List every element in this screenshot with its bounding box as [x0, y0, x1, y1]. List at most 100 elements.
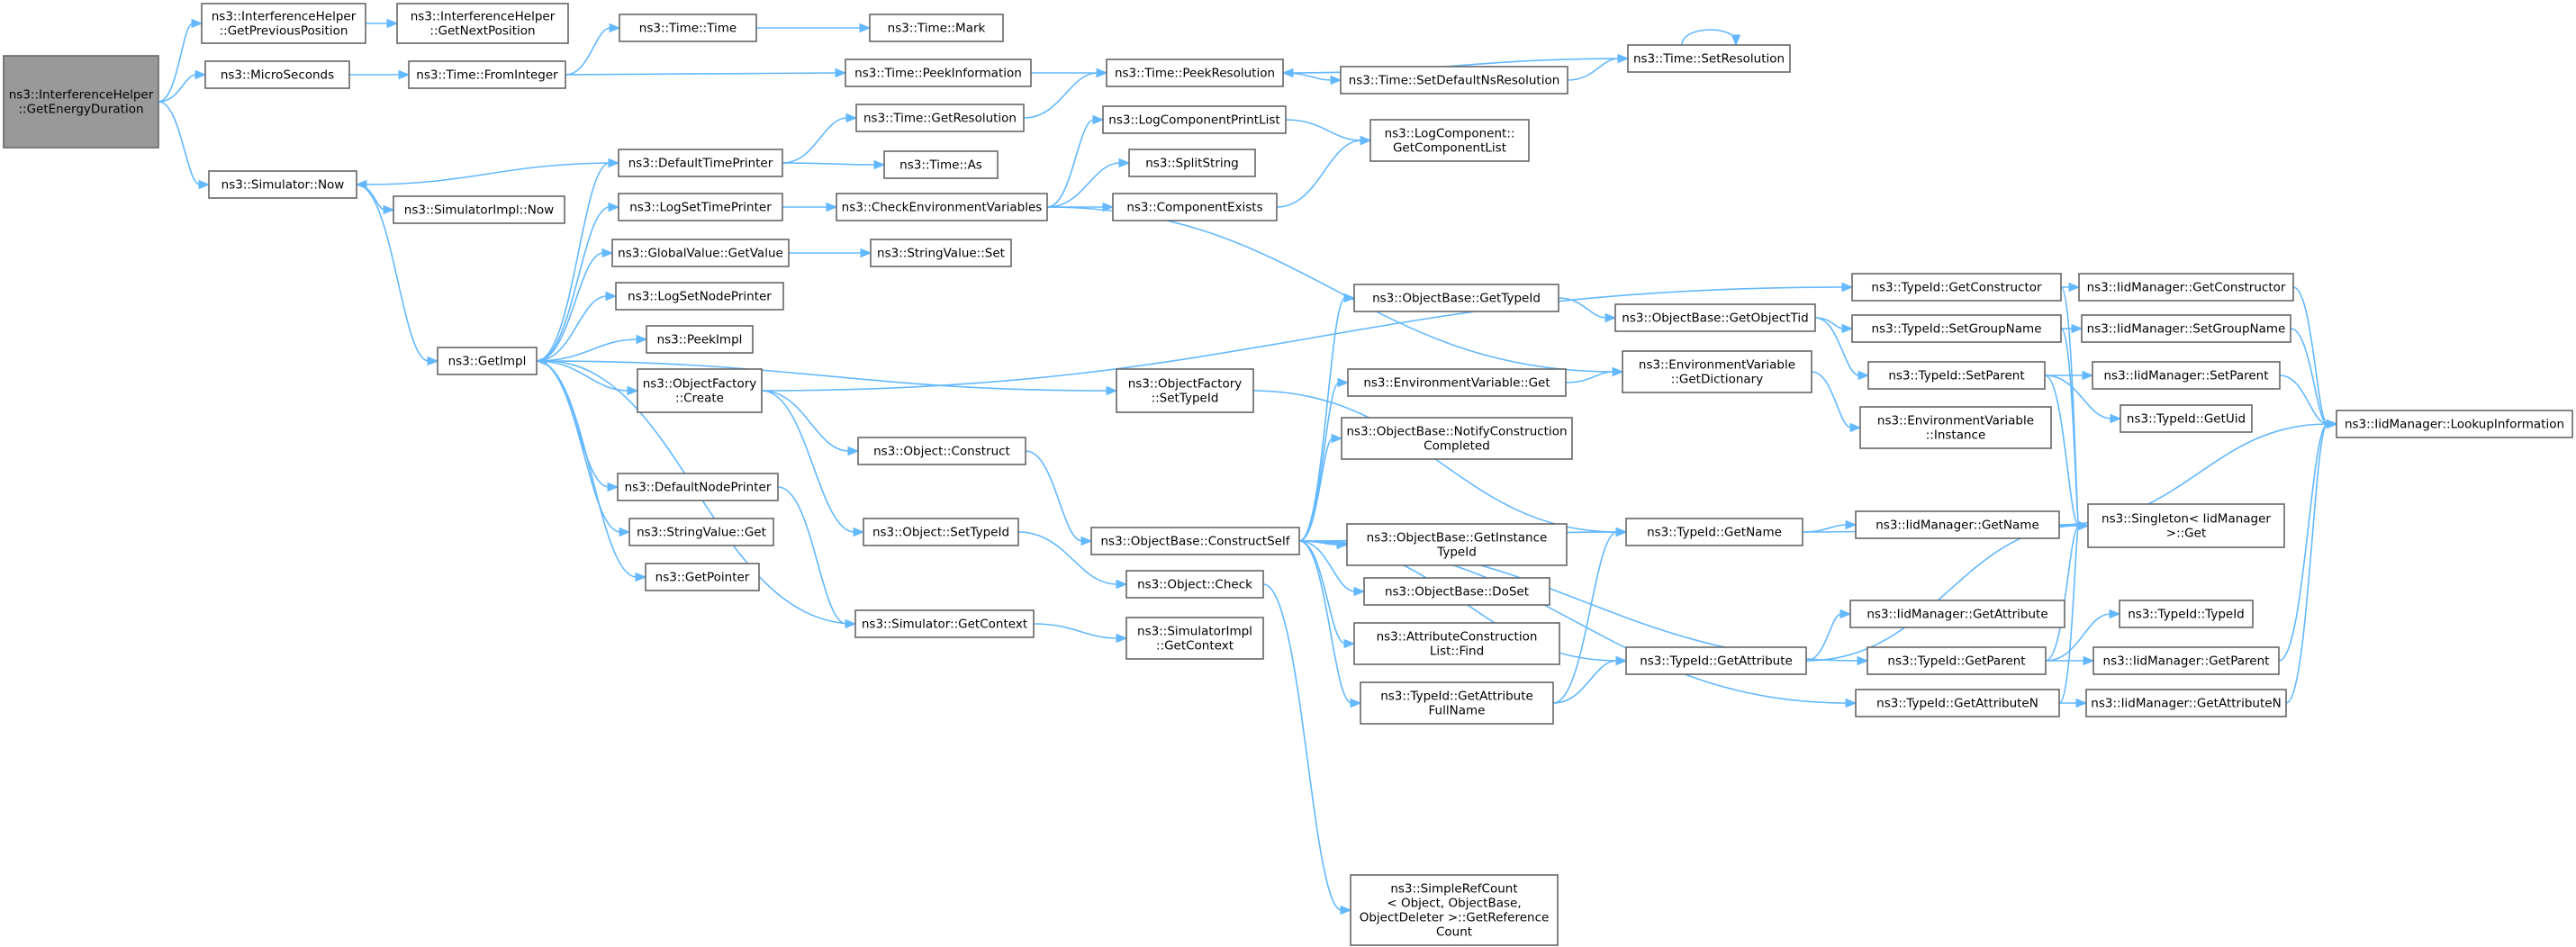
node-box [2336, 410, 2573, 438]
node-getres[interactable]: ns3::Time::GetResolution [855, 104, 1025, 132]
node-envinstance[interactable]: ns3::EnvironmentVariable::Instance [1859, 406, 2052, 449]
node-objsettid[interactable]: ns3::Object::SetTypeId [863, 518, 1019, 546]
node-label-line: ::GetDictionary [1671, 372, 1763, 386]
node-checkenv[interactable]: ns3::CheckEnvironmentVariables [836, 193, 1048, 221]
node-strvalget[interactable]: ns3::StringValue::Get [628, 518, 774, 546]
node-getpointer[interactable]: ns3::GetPointer [645, 563, 760, 591]
edge-arrowhead [355, 179, 367, 190]
node-simimplnow[interactable]: ns3::SimulatorImpl::Now [393, 195, 565, 224]
node-label-line: ns3::IidManager::GetAttributeN [2091, 696, 2281, 710]
node-label-line: ns3::Time::PeekInformation [854, 66, 1022, 80]
node-box [1363, 577, 1550, 606]
edge-simgetctx-to-simimplctx [1033, 623, 1128, 644]
node-iidlookup[interactable]: ns3::IidManager::LookupInformation [2336, 410, 2573, 438]
node-tidtid[interactable]: ns3::TypeId::TypeId [2119, 600, 2254, 628]
edge-arrowhead [1845, 519, 1857, 530]
node-envgetdict[interactable]: ns3::EnvironmentVariable::GetDictionary [1622, 350, 1812, 393]
node-timetime[interactable]: ns3::Time::Time [619, 14, 757, 42]
edge-obconstructself-to-tidgetattrfull [1298, 540, 1362, 708]
edge-objfactcreate-to-tidgetconstructor [761, 282, 1854, 392]
node-label-line: ns3::Time::SetResolution [1633, 51, 1785, 66]
node-logsetnode[interactable]: ns3::LogSetNodePrinter [615, 282, 784, 311]
node-tidgetconstructor[interactable]: ns3::TypeId::GetConstructor [1851, 273, 2062, 302]
node-setres[interactable]: ns3::Time::SetResolution [1627, 44, 1791, 73]
edge-arrowhead [1849, 422, 1862, 433]
node-iidsetgroup[interactable]: ns3::IidManager::SetGroupName [2081, 314, 2291, 343]
edge-line [565, 27, 611, 76]
node-objfactsettid[interactable]: ns3::ObjectFactory::SetTypeId [1116, 368, 1254, 413]
node-fromint[interactable]: ns3::Time::FromInteger [408, 60, 566, 89]
node-timeas[interactable]: ns3::Time::As [883, 150, 999, 179]
node-envget[interactable]: ns3::EnvironmentVariable::Get [1347, 368, 1567, 397]
node-objconstruct[interactable]: ns3::Object::Construct [857, 437, 1026, 465]
node-iidgetparent[interactable]: ns3::IidManager::GetParent [2092, 646, 2280, 675]
node-logsettime[interactable]: ns3::LogSetTimePrinter [618, 193, 783, 221]
node-tidgetuid[interactable]: ns3::TypeId::GetUid [2120, 404, 2253, 433]
edge-line [536, 360, 629, 392]
edge-line [536, 295, 608, 362]
edge-arrowhead [1857, 370, 1870, 381]
node-peekres[interactable]: ns3::Time::PeekResolution [1106, 59, 1284, 87]
node-compexists[interactable]: ns3::ComponentExists [1112, 193, 1278, 221]
node-micro[interactable]: ns3::MicroSeconds [204, 60, 350, 89]
edge-tidgetattr-to-singletonget [1805, 520, 2090, 662]
node-peekimpl[interactable]: ns3::PeekImpl [646, 325, 754, 354]
node-label-line: ns3::ObjectBase::GetTypeId [1372, 291, 1541, 305]
node-mark[interactable]: ns3::Time::Mark [869, 14, 1004, 42]
node-box [1128, 149, 1256, 177]
edge-fromint-to-peekinfo [565, 68, 847, 78]
node-obnotify[interactable]: ns3::ObjectBase::NotifyConstructionCompl… [1341, 417, 1573, 460]
node-label-line: ns3::IidManager::GetParent [2103, 654, 2270, 668]
node-prevpos[interactable]: ns3::InterferenceHelper::GetPreviousPosi… [201, 3, 366, 44]
edge-arrowhead [2083, 655, 2095, 666]
node-defnodepr[interactable]: ns3::DefaultNodePrinter [617, 473, 779, 501]
node-tidsetgroup[interactable]: ns3::TypeId::SetGroupName [1851, 314, 2062, 343]
node-splitstr[interactable]: ns3::SplitString [1128, 149, 1256, 177]
edge-arrowhead [607, 482, 619, 492]
node-obgettid[interactable]: ns3::ObjectBase::GetTypeId [1353, 284, 1559, 312]
node-obgetobjtid[interactable]: ns3::ObjectBase::GetObjectTid [1614, 303, 1816, 332]
node-setdefns[interactable]: ns3::Time::SetDefaultNsResolution [1340, 66, 1568, 95]
node-peekinfo[interactable]: ns3::Time::PeekInformation [845, 59, 1032, 87]
edge-arrowhead [1615, 655, 1628, 666]
node-simimplctx[interactable]: ns3::SimulatorImpl::GetContext [1125, 617, 1264, 660]
edge-line [356, 184, 429, 362]
node-box [611, 239, 790, 267]
node-simgetctx[interactable]: ns3::Simulator::GetContext [854, 609, 1035, 638]
node-iidsetparent[interactable]: ns3::IidManager::SetParent [2092, 361, 2281, 390]
edge-line [1023, 72, 1098, 119]
node-objcheck[interactable]: ns3::Object::Check [1125, 570, 1264, 599]
node-iidgetattr[interactable]: ns3::IidManager::GetAttribute [1849, 600, 2065, 628]
node-tidgetname[interactable]: ns3::TypeId::GetName [1625, 518, 1803, 546]
node-objfactcreate[interactable]: ns3::ObjectFactory::Create [637, 368, 763, 413]
node-label-line: ns3::GlobalValue::GetValue [618, 246, 783, 260]
node-iidgetconstructor[interactable]: ns3::IidManager::GetConstructor [2078, 273, 2294, 302]
node-label-line: ns3::Time::PeekResolution [1115, 66, 1275, 80]
node-tidsetparent[interactable]: ns3::TypeId::SetParent [1867, 361, 2046, 390]
node-strvalset[interactable]: ns3::StringValue::Set [870, 239, 1012, 267]
node-iidgetattrn[interactable]: ns3::IidManager::GetAttributeN [2085, 689, 2287, 717]
node-gvgetvalue[interactable]: ns3::GlobalValue::GetValue [611, 239, 790, 267]
node-tidgetattrn[interactable]: ns3::TypeId::GetAttributeN [1855, 689, 2060, 717]
node-tidgetparent[interactable]: ns3::TypeId::GetParent [1866, 646, 2047, 675]
node-logcompprint[interactable]: ns3::LogComponentPrintList [1102, 105, 1287, 134]
node-label-line: ns3::StringValue::Get [637, 525, 766, 539]
node-simplerefcount[interactable]: ns3::SimpleRefCount< Object, ObjectBase,… [1350, 874, 1559, 946]
node-tidgetattr[interactable]: ns3::TypeId::GetAttribute [1625, 646, 1807, 675]
node-logcompgetlist[interactable]: ns3::LogComponent::GetComponentList [1369, 119, 1530, 162]
edge-arrowhead [635, 572, 647, 582]
node-simnow[interactable]: ns3::Simulator::Now [208, 170, 357, 199]
node-singletonget[interactable]: ns3::Singleton< IidManager>::Get [2087, 503, 2285, 548]
node-deftimepr[interactable]: ns3::DefaultTimePrinter [618, 149, 783, 177]
node-nextpos[interactable]: ns3::InterferenceHelper::GetNextPosition [396, 3, 569, 44]
node-label-line: ns3::InterferenceHelper [212, 9, 357, 23]
node-getimpl[interactable]: ns3::GetImpl [437, 347, 538, 375]
node-obconstructself[interactable]: ns3::ObjectBase::ConstructSelf [1090, 527, 1300, 555]
node-iidgetname[interactable]: ns3::IidManager::GetName [1855, 510, 2060, 539]
node-obdoset[interactable]: ns3::ObjectBase::DoSet [1363, 577, 1550, 606]
edge-line [782, 117, 848, 164]
node-root[interactable]: ns3::InterferenceHelper::GetEnergyDurati… [3, 55, 159, 149]
